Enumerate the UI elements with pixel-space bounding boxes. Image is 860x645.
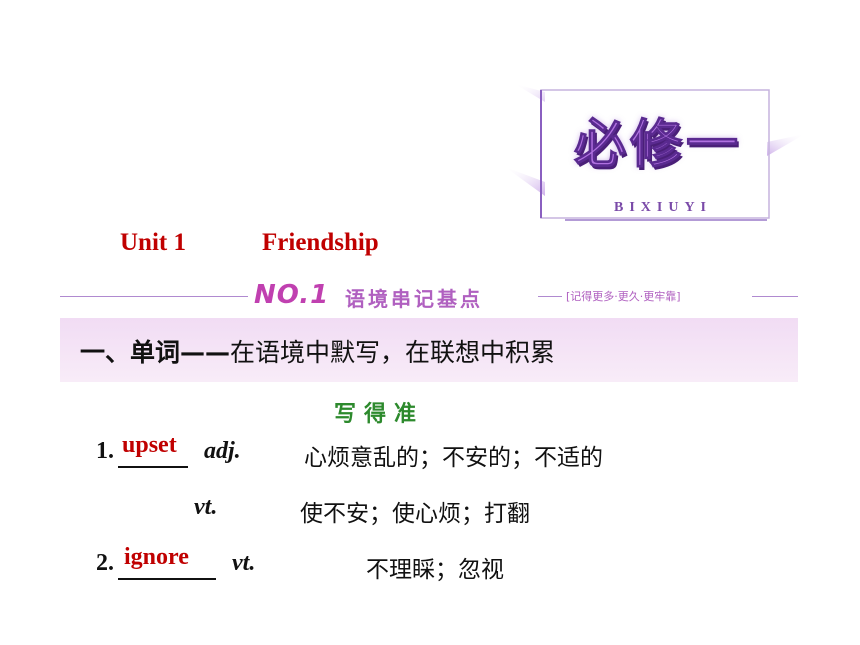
vocab-item-2: 2. ignore vt. 不理睬；忽视 — [0, 544, 860, 584]
section-heading-box — [60, 318, 798, 382]
part-of-speech: adj. — [204, 438, 241, 464]
item-number: 1. — [96, 438, 114, 464]
section-heading: 一、单词——在语境中默写，在联想中积累 — [80, 333, 555, 369]
part-of-speech: vt. — [232, 550, 256, 576]
answer-blank — [118, 550, 216, 580]
band-label-bg — [248, 280, 538, 310]
vocab-item-1: 1. upset adj. 心烦意乱的；不安的；不适的 — [0, 432, 860, 472]
course-emblem: 必修一 BIXIUYI — [505, 72, 805, 232]
meaning: 使不安；使心烦；打翻 — [300, 501, 530, 527]
part-of-speech: vt. — [194, 494, 218, 520]
band-tag: [记得更多·更久·更牢靠] — [566, 290, 681, 303]
answer-blank — [118, 438, 188, 468]
meaning: 心烦意乱的；不安的；不适的 — [304, 445, 603, 471]
unit-name: Friendship — [262, 229, 379, 256]
section-heading-rest: 在语境中默写，在联想中积累 — [230, 338, 556, 367]
item-number: 2. — [96, 550, 114, 576]
meaning: 不理睬；忽视 — [366, 557, 504, 583]
band-tag-bg — [562, 286, 752, 306]
answer-word: ignore — [124, 544, 189, 570]
section-heading-strong: 一、单词—— — [80, 338, 231, 367]
vocab-item-1-sense-2: vt. 使不安；使心烦；打翻 — [0, 488, 860, 528]
band-number: NO.1 — [254, 280, 330, 310]
emblem-title: 必修一 — [573, 115, 742, 176]
emblem-subtitle: BIXIUYI — [613, 200, 712, 215]
answer-word: upset — [122, 432, 177, 458]
emblem-frame — [505, 84, 805, 221]
band-title: 语境串记基点 — [345, 287, 483, 311]
unit-number: Unit 1 — [120, 229, 186, 256]
sub-heading: 写得准 — [334, 402, 425, 427]
